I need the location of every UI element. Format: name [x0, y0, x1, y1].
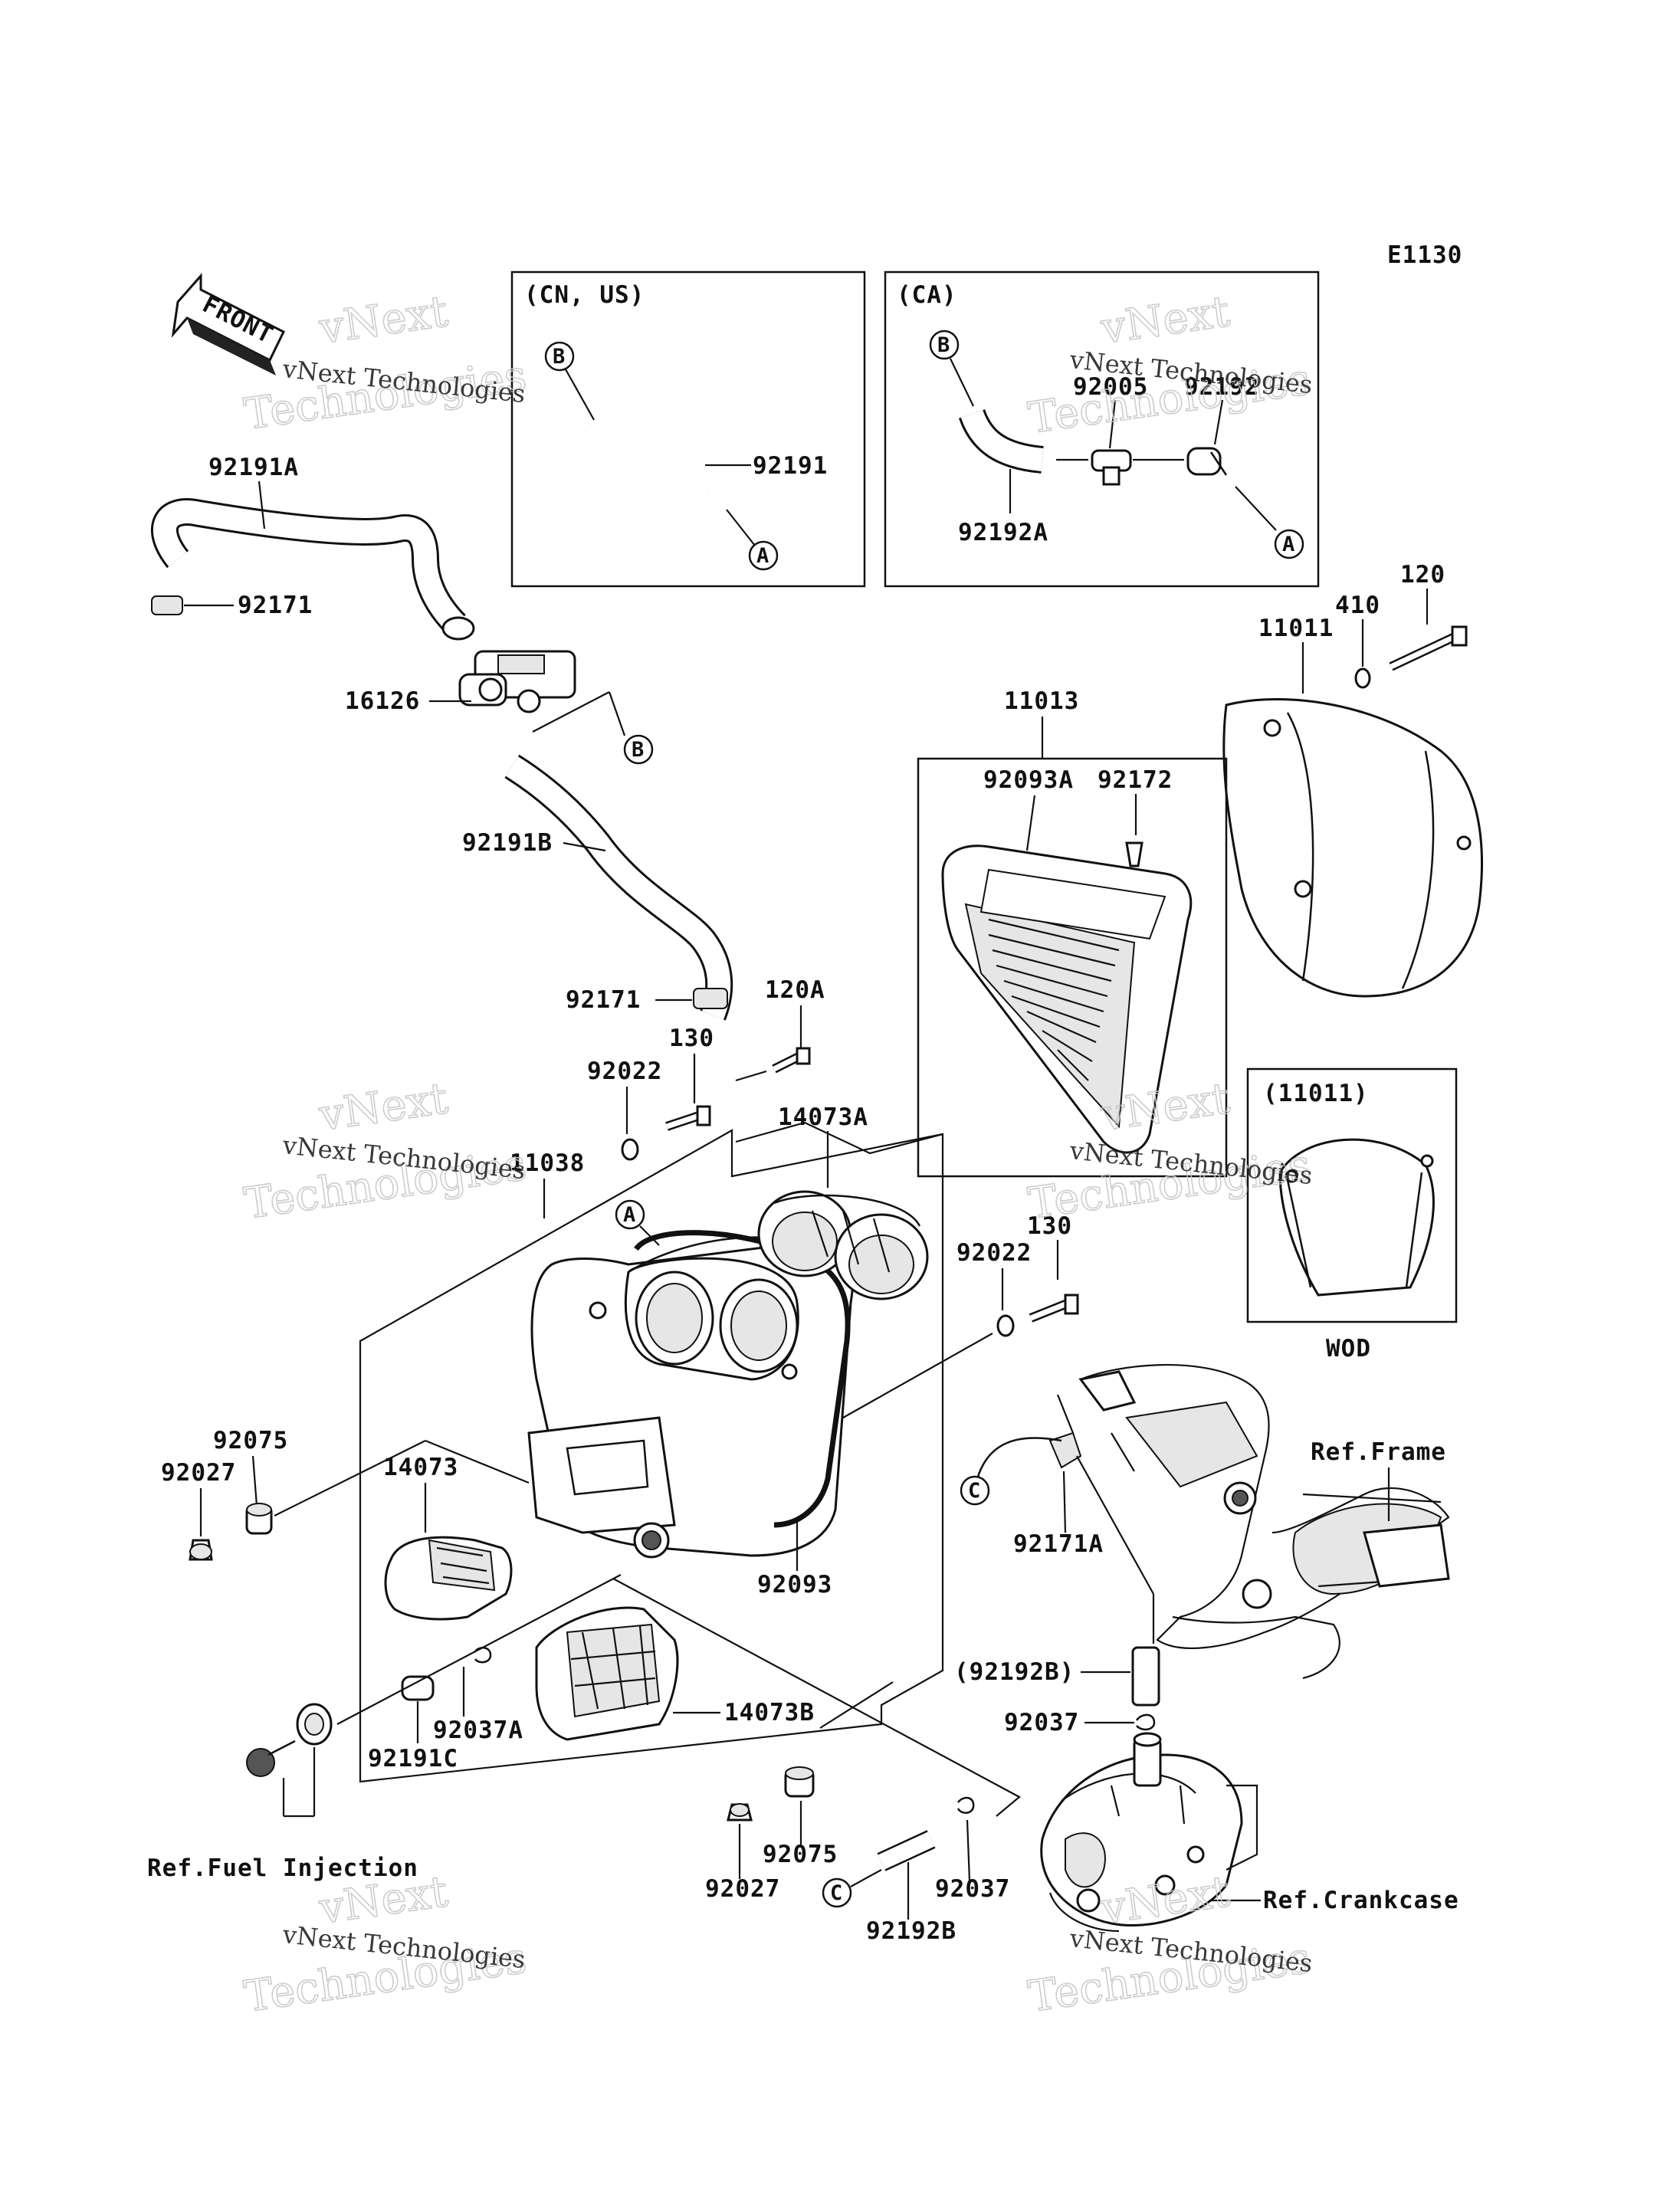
ref-frame: Ref.Frame	[1311, 1438, 1446, 1466]
part-label: 92191A	[208, 454, 299, 481]
part-label: 16126	[345, 687, 420, 715]
callout-c-bottom: C	[830, 1881, 842, 1905]
callout-c-left: C	[968, 1479, 980, 1503]
part-label: 92037A	[433, 1717, 523, 1744]
part-label: 92192B	[866, 1917, 956, 1945]
part-label: 92075	[763, 1841, 838, 1868]
inset-wod-caption: WOD	[1326, 1335, 1371, 1362]
breather-hose-assembly	[151, 498, 576, 713]
ref-crankcase: Ref.Crankcase	[1263, 1887, 1459, 1914]
inset-wod-title: (11011)	[1263, 1080, 1369, 1107]
part-label: 120	[1400, 561, 1445, 589]
svg-text:vNext: vNext	[316, 1074, 451, 1141]
callout-b-main: B	[632, 738, 644, 762]
part-label: 11038	[510, 1149, 585, 1177]
crankcase-section	[1040, 1732, 1258, 1933]
part-label: 92171	[566, 986, 641, 1014]
part-label: (92192B)	[954, 1658, 1075, 1686]
part-label: 92093A	[983, 766, 1074, 794]
callout-b: B	[553, 345, 565, 369]
air-duct-14073	[384, 1536, 513, 1621]
ref-fuel-injection: Ref.Fuel Injection	[147, 1854, 418, 1882]
part-label: 92037	[935, 1875, 1010, 1903]
clamp-92171A	[1048, 1431, 1082, 1469]
svg-text:vNext: vNext	[1098, 287, 1233, 354]
air-cleaner-cover	[1222, 698, 1483, 998]
frame-section	[1056, 1363, 1450, 1680]
part-label: 14073A	[778, 1103, 868, 1131]
part-label: 92191	[753, 452, 828, 480]
svg-text:vNext: vNext	[316, 287, 451, 354]
part-label: 92005	[1073, 373, 1148, 401]
part-label: 92191C	[368, 1745, 458, 1772]
part-label: 130	[1027, 1212, 1072, 1240]
part-label: 92172	[1098, 766, 1173, 794]
clamp	[693, 988, 728, 1009]
part-label: 92093	[757, 1571, 832, 1599]
case-group-box	[359, 1129, 944, 1783]
part-label: 92191B	[462, 829, 553, 857]
inset-cn-us: (CN, US) B 92191 A	[510, 271, 866, 588]
inset-cn-us-title: (CN, US)	[524, 281, 645, 309]
part-label: 92037	[1004, 1709, 1079, 1736]
air-duct-14073B	[535, 1606, 679, 1741]
air-cleaner-base-case	[527, 1236, 855, 1559]
gasket-92093	[634, 1230, 851, 1528]
part-label: 92171A	[1013, 1530, 1104, 1558]
callout-a-main: A	[623, 1203, 635, 1227]
fuel-injection-fitting	[246, 1703, 333, 1777]
hose-92191B	[504, 754, 733, 1021]
part-label: 92171	[238, 592, 313, 619]
part-label: 11011	[1258, 615, 1334, 642]
part-label: 92075	[213, 1427, 288, 1454]
part-label: 92027	[161, 1459, 236, 1487]
filter-group-box	[917, 757, 1228, 1178]
part-label: 92022	[956, 1239, 1032, 1267]
hose-92192B-short	[1131, 1646, 1160, 1707]
inset-wod: (11011) WOD	[1246, 1067, 1458, 1362]
part-label: 410	[1335, 592, 1380, 619]
part-label: 14073	[383, 1454, 458, 1481]
part-label: 14073B	[724, 1699, 815, 1726]
part-label: 92027	[705, 1875, 780, 1903]
part-label: 120A	[765, 976, 825, 1004]
diagram-code: E1130	[1387, 241, 1462, 269]
part-label: 92192A	[958, 519, 1048, 546]
callout-a: A	[1282, 533, 1294, 556]
callout-a: A	[756, 544, 769, 568]
inset-ca: (CA) B 92005 92192 92192A A	[884, 271, 1320, 588]
part-label: 92192	[1184, 373, 1259, 401]
front-arrow-icon: FRONT	[171, 273, 285, 375]
part-label: 92022	[587, 1058, 662, 1085]
inset-ca-title: (CA)	[897, 281, 957, 309]
air-filter-element	[941, 844, 1193, 1154]
part-label: 130	[669, 1025, 714, 1052]
air-funnel-14073A	[757, 1190, 929, 1300]
part-label: 11013	[1004, 687, 1079, 715]
callout-b: B	[937, 333, 950, 357]
